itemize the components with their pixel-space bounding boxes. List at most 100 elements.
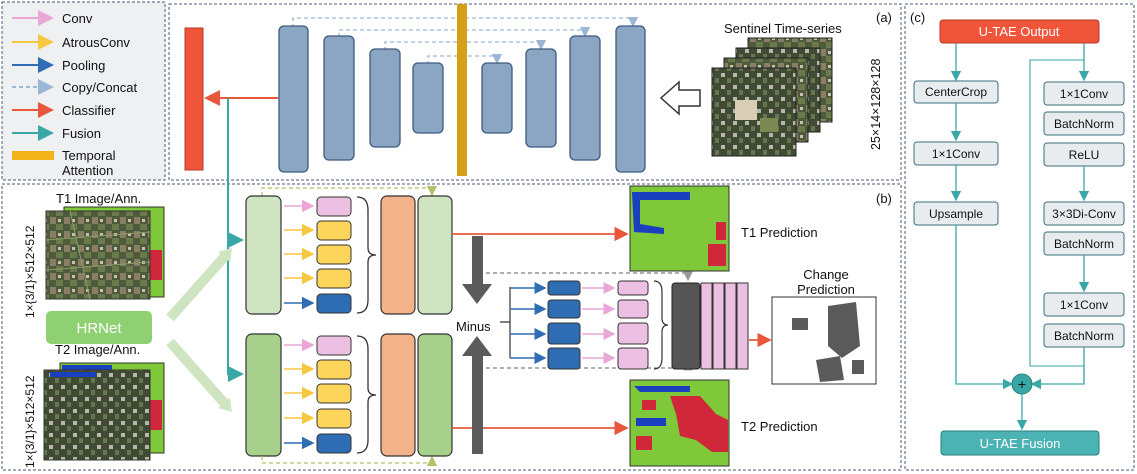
legend-pooling-label: Pooling (62, 58, 105, 73)
t2-shape: 1×{3/1}×512×512 (23, 375, 37, 468)
t1-aspp-pool (316, 293, 352, 314)
t1-aspp-atrous-1 (316, 220, 352, 241)
right-block-conv-1 (1043, 81, 1125, 106)
t2-prediction-label: T2 Prediction (741, 419, 818, 434)
sum-node-label: + (1018, 376, 1026, 392)
unet-decoder-4 (615, 25, 646, 173)
change-pred-label-1: Change (803, 267, 849, 282)
left-block-upsample-label: Upsample (929, 207, 983, 221)
sentinel-shape: 25×14×128×128 (869, 59, 883, 150)
t1-aspp-atrous-3 (316, 268, 352, 289)
legend-attention-label: Attention (62, 163, 113, 178)
t2-aspp-atrous-3 (316, 408, 352, 429)
t1-concat-block (380, 195, 416, 315)
panel-b-tag: (b) (876, 191, 892, 206)
unet-decoder-1 (481, 62, 513, 134)
change-pred-label-2: Prediction (797, 282, 855, 297)
hrnet-arrow-up (166, 251, 230, 322)
right-block-conv-2 (1043, 292, 1125, 317)
left-block-conv-label: 1×1Conv (932, 147, 980, 161)
change-head-2 (712, 282, 725, 370)
t1-shape: 1×{3/1}×512×512 (23, 225, 37, 318)
residual-skip (1029, 59, 1085, 378)
change-brace-left (500, 287, 511, 358)
panel-c-tag: (c) (910, 10, 925, 25)
change-conv-3 (617, 322, 649, 345)
right-block-conv-1-label: 1×1Conv (1060, 87, 1108, 101)
unet-encoder-2 (323, 35, 355, 161)
legend-temporal-swatch (12, 151, 54, 160)
hrnet-arrow-down (166, 338, 230, 409)
legend-fusion-label: Fusion (62, 126, 101, 141)
right-block-relu-label: ReLU (1069, 148, 1100, 162)
t1-decoder-block (417, 195, 453, 315)
right-block-bn-2-label: BatchNorm (1054, 237, 1114, 251)
utae-output-box (939, 19, 1100, 44)
t1-title: T1 Image/Ann. (56, 191, 141, 206)
minus-arrow-up (462, 336, 492, 454)
unet-encoder-4 (412, 62, 444, 134)
t2-aspp-atrous-2 (316, 383, 352, 404)
change-brace-right (653, 280, 669, 370)
legend: Conv AtrousConv Pooling Copy/Concat Clas… (12, 10, 138, 178)
utae-fusion-label: U-TAE Fusion (980, 436, 1061, 451)
panel-c-frame (904, 3, 1135, 471)
fusion-arrow-t1 (227, 98, 244, 248)
change-feat-1 (547, 280, 581, 296)
right-block-conv-2-label: 1×1Conv (1060, 298, 1108, 312)
temporal-attention-bar (457, 4, 467, 176)
t2-aspp-atrous-1 (316, 359, 352, 380)
change-head-4 (736, 282, 749, 370)
utae-output-label: U-TAE Output (979, 24, 1060, 39)
minus-arrow-down (462, 236, 492, 304)
panel-b-frame (1, 183, 902, 471)
t1-aspp-atrous-2 (316, 244, 352, 265)
panel-a-frame (168, 3, 902, 181)
t2-aspp-conv (316, 335, 352, 356)
change-conv-2 (617, 299, 649, 319)
utae-fusion-box (940, 430, 1100, 456)
panel-a-tag: (a) (876, 10, 892, 25)
t1-aspp-conv (316, 196, 352, 217)
t2-aspp-pool (316, 433, 352, 454)
t1-brace (356, 196, 377, 314)
t2-concat-block (380, 333, 416, 457)
right-block-bn-3-label: BatchNorm (1054, 329, 1114, 343)
t1-prediction-map (629, 185, 730, 272)
legend-classifier-label: Classifier (62, 103, 116, 118)
hrnet-block (46, 311, 152, 344)
legend-atrous-label: AtrousConv (62, 35, 130, 50)
change-feat-2 (547, 299, 581, 319)
change-feat-4 (547, 347, 581, 370)
right-block-bn-1-label: BatchNorm (1054, 117, 1114, 131)
fusion-arrow-t2 (227, 240, 244, 382)
t2-brace (356, 335, 377, 454)
t2-prediction-map (629, 379, 730, 467)
left-block-centercrop-label: CenterCrop (925, 85, 987, 99)
legend-copy-label: Copy/Concat (62, 80, 138, 95)
right-block-diconv (1043, 201, 1125, 226)
utae-classifier-block (184, 27, 204, 171)
panel-b: (b) T1 Image/Ann. T2 Image/Ann. 1×{3/1}×… (23, 185, 892, 468)
legend-conv-label: Conv (62, 11, 93, 26)
sentinel-image-stack (711, 37, 833, 157)
change-conv-1 (617, 280, 649, 296)
legend-temporal-label: Temporal (62, 148, 116, 163)
right-block-diconv-label: 3×3Di-Conv (1052, 207, 1116, 221)
unet-encoder-3 (369, 48, 401, 148)
t1-prediction-label: T1 Prediction (741, 225, 818, 240)
t2-backbone-block (245, 333, 282, 457)
change-feat-3 (547, 322, 581, 345)
panel-c: (c) U-TAE Output CenterCrop 1×1Conv Upsa… (910, 10, 1125, 456)
input-hollow-arrow (659, 80, 701, 116)
change-head-1 (700, 282, 713, 370)
hrnet-label: HRNet (76, 320, 122, 337)
change-conv-4 (617, 347, 649, 370)
unet-encoder-1 (278, 25, 309, 173)
minus-label: Minus (456, 319, 491, 334)
t2-image (43, 369, 151, 461)
unet-decoder-2 (525, 48, 557, 148)
t1-backbone-block (245, 195, 282, 315)
